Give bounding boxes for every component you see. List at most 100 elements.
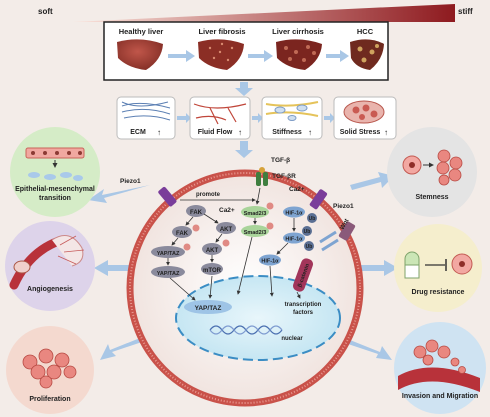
outcome-proliferation: Proliferation	[6, 326, 94, 414]
tgf-beta-label: TGF-β	[271, 157, 290, 164]
piezo1-channel-icon	[158, 186, 177, 207]
arrow-icon	[350, 260, 398, 276]
arrow-icon	[88, 185, 150, 203]
promote-label: promote	[196, 192, 221, 198]
beta-catenin-node	[292, 258, 314, 292]
feature-label: Fluid Flow	[198, 129, 233, 136]
arrow-icon	[100, 338, 142, 360]
akt-node	[216, 222, 236, 234]
outcome-stemness: Stemness	[387, 127, 477, 217]
outcome-arrows	[88, 172, 398, 360]
epithelial-cells-icon	[25, 147, 85, 181]
tf-label: transcription	[285, 302, 322, 308]
smad-label: Smad2/3	[244, 211, 267, 217]
outcome-label: transition	[39, 195, 71, 202]
ca-label-left: Ca2+	[219, 207, 235, 214]
ub-label: Ub	[306, 244, 313, 250]
outcome-invasion-migration: Invasion and Migration	[394, 322, 486, 414]
membrane-link-icon	[319, 230, 339, 252]
stiffness-gradient: soft stiff	[38, 4, 473, 22]
mtor-label: mTOR	[203, 268, 222, 274]
mechanical-features: ECM ↑ Fluid Flow ↑ Stiffness ↑	[116, 96, 397, 140]
ub-label: Ub	[309, 216, 316, 222]
down-arrow-icon	[235, 82, 253, 96]
feature-ecm: ECM ↑	[116, 96, 176, 140]
stage-label: Healthy liver	[119, 27, 164, 36]
piezo1-label: Piezo1	[333, 203, 354, 210]
dna-helix-icon	[209, 325, 283, 335]
arrow-icon	[348, 340, 392, 360]
outcome-label: Drug resistance	[412, 289, 465, 296]
fak-node	[172, 226, 192, 238]
outcome-label: Angiogenesis	[27, 286, 73, 293]
nuclear-yap-node	[184, 300, 232, 314]
hif-label: HIF-1α	[261, 259, 279, 265]
ub-node	[304, 241, 314, 251]
arrow-icon	[177, 113, 191, 123]
hif-label: HIF-1α	[285, 237, 303, 243]
feature-solid-stress: Solid Stress ↑	[333, 96, 397, 140]
arrow-icon	[168, 50, 195, 62]
yap-node	[151, 266, 185, 278]
wnt-label: Wnt	[340, 218, 351, 231]
tf-label: factors	[293, 310, 314, 316]
outcome-label: Epithelial-mesenchymal	[15, 186, 95, 193]
yap-label: YAP/TAZ	[157, 271, 180, 277]
phospho-icon	[266, 222, 274, 230]
blood-vessel-icon	[9, 235, 85, 290]
akt-node	[202, 243, 222, 255]
piezo1-channel-icon	[309, 189, 328, 210]
smad-label: Smad2/3	[244, 230, 267, 236]
outcome-emt: Epithelial-mesenchymal transition	[10, 127, 100, 217]
smad-pathway: Smad2/3 Smad2/3	[236, 187, 274, 295]
outcome-label: Stemness	[415, 194, 448, 201]
stiffness-wedge	[72, 4, 455, 22]
drug-capsule-icon	[404, 251, 473, 279]
feature-label: Solid Stress	[340, 129, 381, 136]
nuclear-yap-label: YAP/TAZ	[195, 305, 222, 312]
phospho-icon	[266, 202, 274, 210]
feature-label: Stiffness	[272, 129, 302, 136]
outcome-angiogenesis: Angiogenesis	[5, 221, 95, 311]
piezo1-left: Piezo1	[120, 178, 177, 207]
nuclear-label: nuclear	[281, 336, 303, 342]
ub-node	[307, 213, 317, 223]
tgf-beta-ligand-icon	[259, 167, 265, 173]
mtor-node	[201, 263, 223, 275]
akt-label: AKT	[220, 227, 233, 233]
cell: YAP/TAZ transcription factors nuclear Pi…	[120, 157, 364, 407]
arrow-icon	[252, 113, 263, 123]
wnt-pathway: Wnt β-catenin	[292, 218, 356, 299]
healthy-liver-icon	[117, 39, 163, 70]
hif-pathway: HIF-1α Ub HIF-1α Ub Ub HIF-1α	[259, 206, 317, 297]
arrow-icon	[324, 113, 335, 123]
tgf-beta-receptor-icon	[256, 172, 261, 186]
increase-arrow-icon: ↑	[384, 128, 388, 137]
arrow-icon	[350, 172, 394, 190]
smad-node	[241, 206, 269, 218]
feature-fluid-flow: Fluid Flow ↑	[189, 96, 251, 140]
hif-node	[283, 232, 305, 244]
stage-label: Liver fibrosis	[198, 27, 245, 36]
vessel-network-icon	[193, 103, 247, 125]
nucleus: YAP/TAZ transcription factors nuclear	[175, 275, 341, 361]
outcome-label: Invasion and Migration	[402, 393, 478, 400]
increase-arrow-icon: ↑	[308, 128, 312, 137]
outcome-label: Proliferation	[29, 396, 70, 403]
arrow-icon	[94, 260, 142, 276]
piezo1-label: Piezo1	[120, 178, 141, 185]
fak-label: FAK	[176, 231, 189, 237]
tgf-beta-receptor-icon	[263, 172, 268, 186]
dividing-cells-icon	[22, 348, 77, 389]
yap-node	[151, 246, 185, 258]
hif-label: HIF-1α	[285, 211, 303, 217]
akt-mtor-pathway: AKT AKT mTOR	[201, 213, 236, 299]
stem-cell-icon	[402, 149, 463, 186]
ecm-fibers-icon	[121, 101, 171, 121]
tgf-beta-r-label: TGF-βR	[272, 173, 296, 180]
increase-arrow-icon: ↑	[238, 128, 242, 137]
stage-liver-cirrhosis: Liver cirrhosis	[272, 27, 324, 70]
stage-hcc: HCC	[350, 27, 384, 70]
wnt-receptor-icon	[338, 221, 356, 241]
